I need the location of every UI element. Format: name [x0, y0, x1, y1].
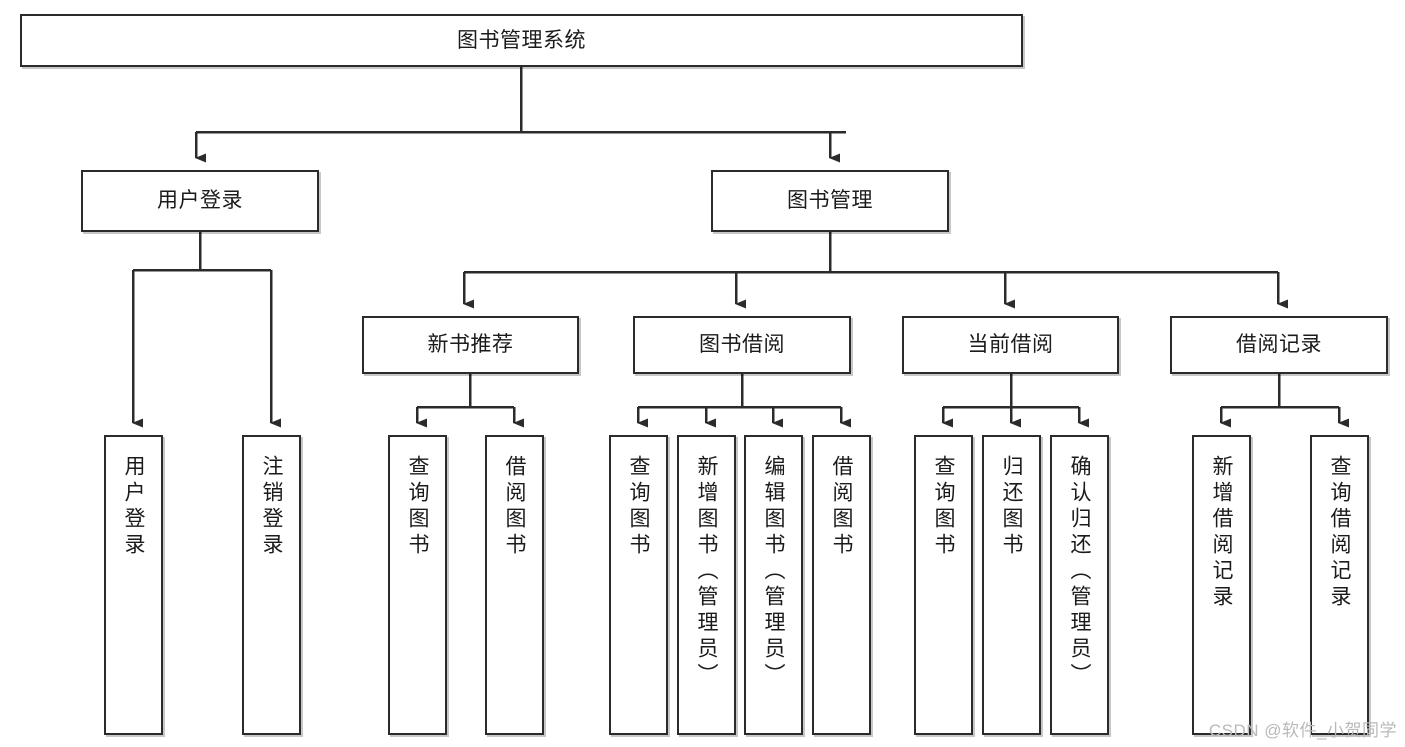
node-borrow-record-label: 借阅记录	[1236, 333, 1322, 357]
node-leaf-return-book-label: 归还图书	[1000, 455, 1024, 559]
node-root-label: 图书管理系统	[457, 28, 586, 52]
node-new-book-recommend-label: 新书推荐	[427, 333, 514, 357]
node-leaf-query-book-recommend[interactable]: 查询图书	[388, 435, 447, 735]
node-user-login-label: 用户登录	[157, 189, 243, 213]
node-leaf-return-book[interactable]: 归还图书	[982, 435, 1041, 735]
node-book-manage-label: 图书管理	[787, 189, 873, 213]
node-leaf-query-book-current-label: 查询图书	[932, 455, 956, 559]
node-leaf-query-book-borrow[interactable]: 查询图书	[609, 435, 668, 735]
node-leaf-add-book-label: 新增图书（管理员）	[695, 455, 719, 689]
node-leaf-query-borrow-record-label: 查询借阅记录	[1328, 455, 1352, 611]
node-leaf-user-login[interactable]: 用户登录	[104, 435, 163, 735]
node-leaf-add-borrow-record-label: 新增借阅记录	[1210, 455, 1234, 611]
node-leaf-query-book-current[interactable]: 查询图书	[914, 435, 973, 735]
node-leaf-confirm-return-label: 确认归还（管理员）	[1068, 455, 1092, 689]
node-book-manage[interactable]: 图书管理	[711, 170, 949, 232]
node-current-borrow[interactable]: 当前借阅	[902, 316, 1119, 374]
node-leaf-borrow-book-label: 借阅图书	[830, 455, 854, 559]
node-borrow-record[interactable]: 借阅记录	[1170, 316, 1388, 374]
node-leaf-logout-login[interactable]: 注销登录	[242, 435, 301, 735]
node-current-borrow-label: 当前借阅	[967, 333, 1054, 357]
node-leaf-borrow-book-recommend-label: 借阅图书	[503, 455, 527, 559]
node-leaf-confirm-return[interactable]: 确认归还（管理员）	[1050, 435, 1109, 735]
node-leaf-query-borrow-record[interactable]: 查询借阅记录	[1310, 435, 1369, 735]
node-leaf-user-login-label: 用户登录	[122, 455, 146, 559]
node-leaf-add-borrow-record[interactable]: 新增借阅记录	[1192, 435, 1251, 735]
watermark-text: CSDN @软件_小贺同学	[1208, 721, 1397, 740]
node-leaf-logout-login-label: 注销登录	[260, 455, 284, 559]
node-leaf-query-book-borrow-label: 查询图书	[627, 455, 651, 559]
node-leaf-edit-book-label: 编辑图书（管理员）	[762, 455, 786, 689]
node-leaf-query-book-recommend-label: 查询图书	[406, 455, 430, 559]
node-leaf-borrow-book[interactable]: 借阅图书	[812, 435, 871, 735]
node-book-borrow[interactable]: 图书借阅	[633, 316, 851, 374]
node-leaf-edit-book[interactable]: 编辑图书（管理员）	[744, 435, 803, 735]
node-leaf-borrow-book-recommend[interactable]: 借阅图书	[485, 435, 544, 735]
node-root[interactable]: 图书管理系统	[20, 14, 1023, 67]
node-new-book-recommend[interactable]: 新书推荐	[362, 316, 579, 374]
node-leaf-add-book[interactable]: 新增图书（管理员）	[677, 435, 736, 735]
node-user-login[interactable]: 用户登录	[81, 170, 319, 232]
node-book-borrow-label: 图书借阅	[699, 333, 785, 357]
